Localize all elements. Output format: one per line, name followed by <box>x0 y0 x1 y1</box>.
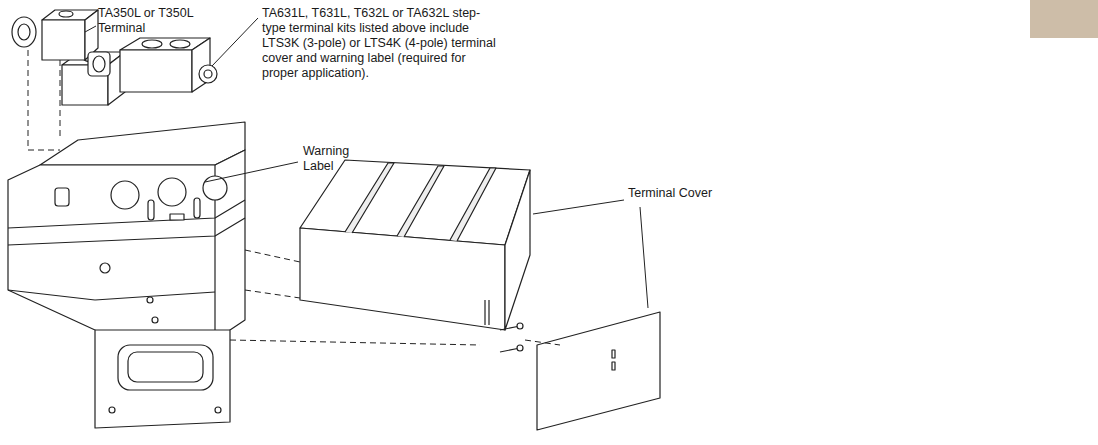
part-label: Warning Label <box>303 144 365 174</box>
terminal-cover-front <box>300 228 505 330</box>
terminal-screw <box>12 17 36 47</box>
step-terminal-block <box>120 50 192 92</box>
part-label: TA350L or T350L Terminal <box>98 6 208 36</box>
part-label: Terminal Cover <box>628 186 768 201</box>
note-text: TA631L, T631L, T632L or TA632L step-type… <box>262 6 500 81</box>
terminal-cover-plate <box>537 312 660 430</box>
breaker-handle <box>118 345 213 390</box>
page-tab <box>1030 0 1098 38</box>
breaker-top-ledge <box>40 122 245 165</box>
breaker-body <box>8 150 245 428</box>
terminal-lug <box>42 20 85 60</box>
